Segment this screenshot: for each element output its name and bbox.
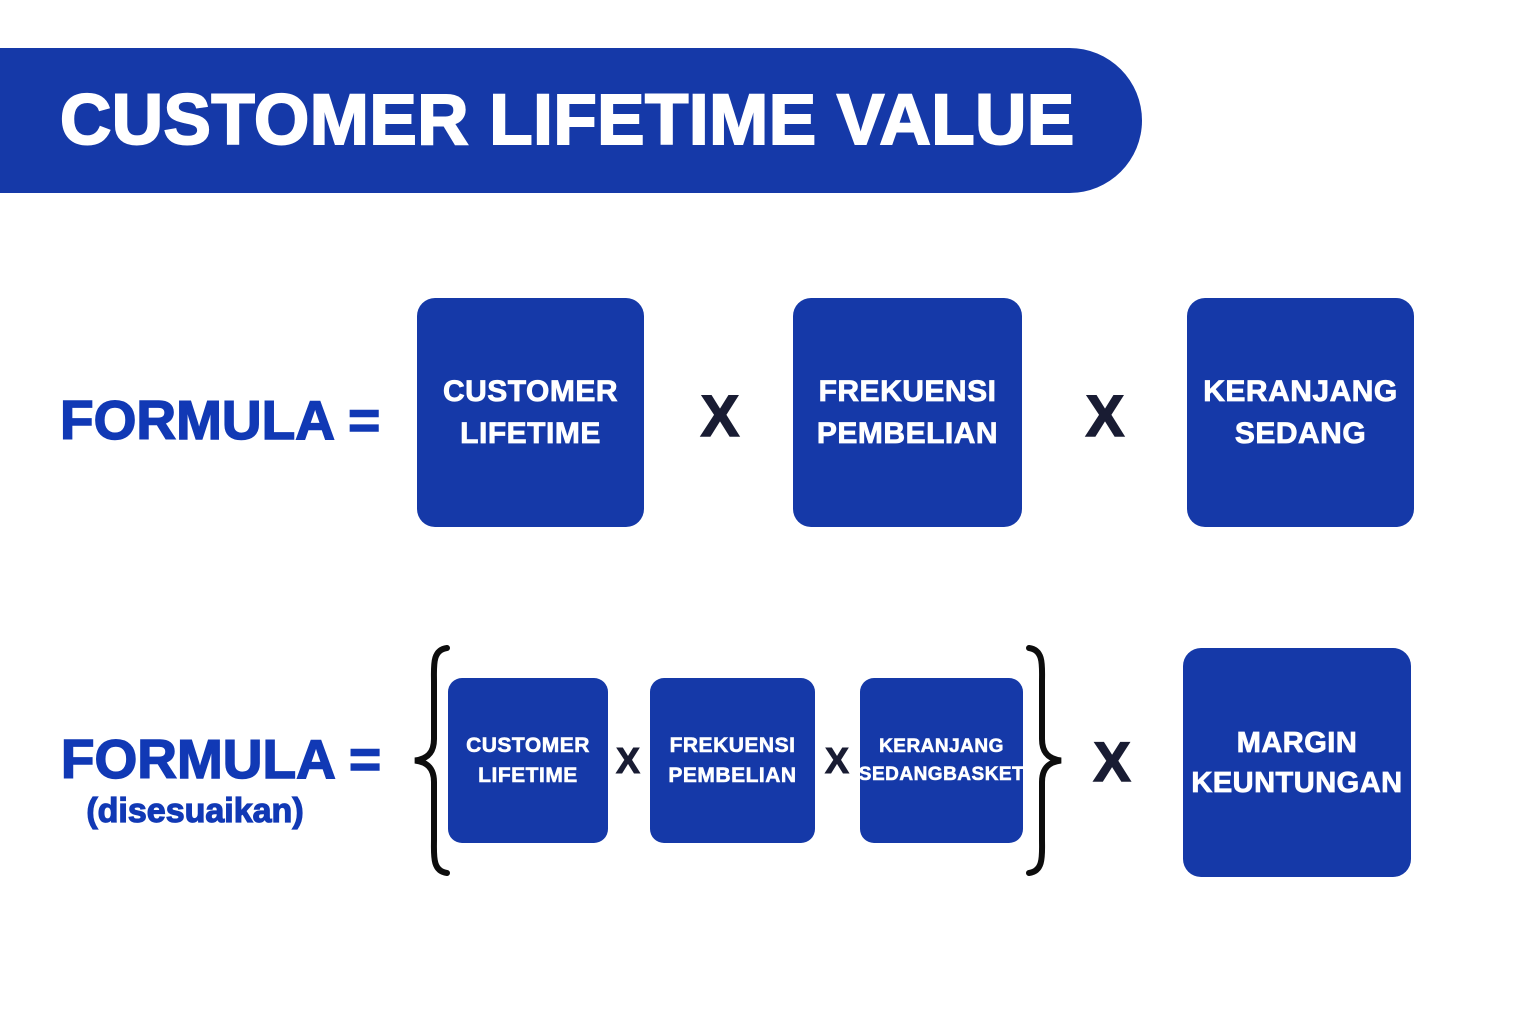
term-line: KERANJANG	[879, 735, 1004, 757]
term-line: PEMBELIAN	[816, 416, 999, 450]
term-box-keranjang-sedangbasket: KERANJANG SEDANGBASKET	[858, 678, 1025, 843]
term-line: SEDANG	[1234, 416, 1367, 450]
multiply-operator: X	[700, 384, 740, 449]
term-line: FREKUENSI	[669, 733, 796, 757]
closing-brace-icon	[1026, 645, 1062, 876]
term-line: PEMBELIAN	[668, 763, 797, 787]
term-box-keranjang-sedang: KERANJANG SEDANG	[1187, 298, 1414, 527]
term-box-margin-keuntungan: MARGIN KEUNTUNGAN	[1183, 648, 1411, 877]
formula-label: FORMULA =	[60, 727, 382, 791]
page-title: CUSTOMER LIFETIME VALUE	[59, 80, 1075, 161]
term-line: MARGIN	[1236, 726, 1358, 759]
term-box-customer-lifetime-small: CUSTOMER LIFETIME	[448, 678, 608, 843]
term-box-frekuensi-pembelian-small: FREKUENSI PEMBELIAN	[650, 678, 815, 843]
adjusted-formula-label: FORMULA = (disesuaikan)	[60, 727, 382, 831]
term-line: CUSTOMER	[466, 733, 590, 757]
opening-brace-icon	[414, 645, 450, 876]
term-line: KERANJANG	[1203, 374, 1398, 408]
term-line: KEUNTUNGAN	[1191, 766, 1403, 799]
term-line: CUSTOMER	[442, 374, 619, 408]
term-box-frekuensi-pembelian: FREKUENSI PEMBELIAN	[793, 298, 1022, 527]
term-box-customer-lifetime: CUSTOMER LIFETIME	[417, 298, 644, 527]
multiply-operator: X	[1093, 730, 1132, 793]
title-banner: CUSTOMER LIFETIME VALUE	[0, 48, 1142, 193]
term-line: LIFETIME	[478, 763, 578, 787]
multiply-operator-small: X	[824, 740, 850, 781]
formula-label: FORMULA =	[59, 388, 381, 452]
multiply-operator: X	[1085, 384, 1125, 449]
formula-sublabel: (disesuaikan)	[86, 791, 305, 830]
term-line: SEDANGBASKET	[858, 763, 1025, 785]
term-line: LIFETIME	[460, 416, 601, 450]
multiply-operator-small: X	[615, 740, 641, 781]
term-line: FREKUENSI	[818, 374, 997, 408]
